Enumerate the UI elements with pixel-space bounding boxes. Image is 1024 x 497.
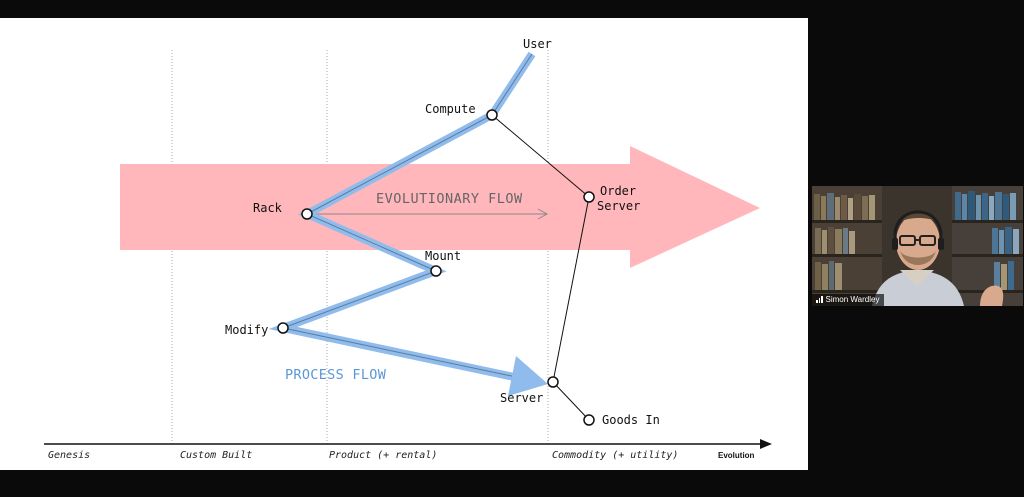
evolutionary-flow-label: EVOLUTIONARY FLOW <box>376 191 523 207</box>
signal-strength-icon <box>816 296 823 303</box>
process-flow-path <box>268 51 536 385</box>
label-goods-in: Goods In <box>602 413 660 427</box>
node-goods-in <box>583 414 595 426</box>
label-server: Server <box>500 391 543 405</box>
participant-video-feed <box>812 186 1023 306</box>
label-modify: Modify <box>225 323 268 337</box>
bookshelf-left <box>812 186 882 306</box>
node-rack <box>301 208 313 220</box>
participant-name: Simon Wardley <box>825 295 880 304</box>
process-flow-path-outline <box>281 53 541 383</box>
label-rack: Rack <box>253 201 283 215</box>
bookshelf-right <box>952 186 1023 306</box>
link-compute-order-server <box>491 114 590 198</box>
evolution-arrow <box>120 146 760 268</box>
stage-commodity: Commodity (+ utility) <box>552 450 678 461</box>
label-compute: Compute <box>425 102 476 116</box>
stage-product: Product (+ rental) <box>329 450 437 461</box>
link-order-server-server <box>552 196 590 383</box>
stage-custom-built: Custom Built <box>180 450 252 461</box>
process-flow-arrowhead <box>508 356 548 396</box>
rack-evolution-arrowhead <box>537 208 549 220</box>
axis-label-evolution: Evolution <box>718 451 755 460</box>
node-server <box>547 376 559 388</box>
node-compute <box>486 109 498 121</box>
node-modify <box>277 322 289 334</box>
node-mount <box>430 265 442 277</box>
participant-person <box>872 210 1004 306</box>
link-server-goods-in <box>552 381 590 421</box>
process-flow-label: PROCESS FLOW <box>285 367 387 383</box>
label-mount: Mount <box>425 249 461 263</box>
node-order-server <box>583 191 595 203</box>
evolution-axis-arrowhead <box>760 439 772 449</box>
participant-video-tile[interactable]: Simon Wardley <box>812 186 1023 306</box>
label-user: User <box>523 37 552 51</box>
participant-name-badge: Simon Wardley <box>812 294 885 306</box>
stage-genesis: Genesis <box>48 450 90 461</box>
